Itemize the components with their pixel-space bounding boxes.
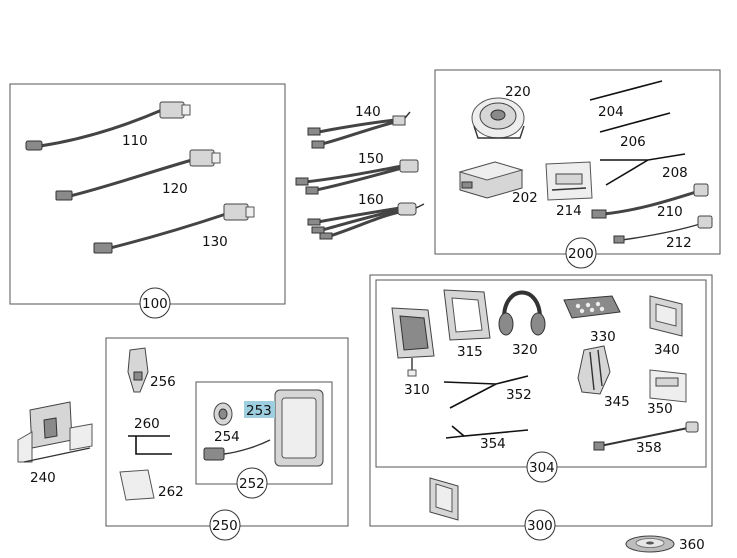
cable-160 [307, 202, 425, 240]
group-250: 253 254 256 260 262 252 250 [105, 337, 349, 541]
label-208: 208 [662, 165, 688, 181]
label-315: 315 [457, 344, 483, 360]
cable-252 [203, 439, 271, 461]
film-262 [119, 469, 155, 501]
wire-354 [445, 425, 529, 439]
callout-300: 300 [527, 518, 553, 534]
label-140: 140 [355, 104, 381, 120]
label-350: 350 [647, 401, 673, 417]
holder-254 [213, 402, 233, 426]
wire-352 [443, 375, 529, 409]
label-202: 202 [512, 190, 538, 206]
cable-120 [55, 149, 221, 201]
label-256: 256 [150, 374, 176, 390]
callout-200-circle [565, 237, 597, 269]
wire-260 [128, 435, 172, 455]
callout-252-circle [236, 467, 268, 499]
group-200-box [434, 69, 721, 255]
remote-330 [563, 295, 621, 319]
label-352: 352 [506, 387, 532, 403]
disc-360 [625, 535, 675, 553]
cable-110 [25, 101, 191, 151]
label-240: 240 [30, 470, 56, 486]
cable-210 [591, 183, 709, 219]
cable-212 [613, 215, 713, 244]
manual-214 [545, 161, 593, 201]
callout-304: 304 [529, 460, 555, 476]
label-358: 358 [636, 440, 662, 456]
manual-350 [649, 369, 687, 403]
callout-100: 100 [142, 296, 168, 312]
label-160: 160 [358, 192, 384, 208]
label-130: 130 [202, 234, 228, 250]
group-100: 110 120 130 100 [9, 83, 286, 319]
cable-140 [307, 111, 411, 149]
bracket-240 [17, 401, 93, 463]
label-110: 110 [122, 133, 148, 149]
label-206: 206 [620, 134, 646, 150]
callout-250: 250 [212, 518, 238, 534]
display-310 [391, 307, 435, 377]
label-212: 212 [666, 235, 692, 251]
tablet-cradle-253 [274, 389, 324, 467]
label-262: 262 [158, 484, 184, 500]
callout-200: 200 [568, 246, 594, 262]
callout-300-circle [524, 509, 556, 541]
wire-204 [589, 80, 663, 101]
label-204: 204 [598, 104, 624, 120]
holder-256 [127, 347, 149, 393]
group-300: 310 315 320 330 340 345 350 352 354 358 … [369, 274, 713, 541]
cable-130 [93, 203, 255, 254]
label-360: 360 [679, 537, 705, 553]
label-254: 254 [214, 429, 240, 445]
module-340 [649, 295, 683, 337]
label-354: 354 [480, 436, 506, 452]
callout-100-circle [139, 287, 171, 319]
group-200: 220 204 206 208 202 214 210 212 200 [434, 69, 721, 269]
callout-304-circle [526, 451, 558, 483]
label-120: 120 [162, 181, 188, 197]
label-330: 330 [590, 329, 616, 345]
label-220: 220 [505, 84, 531, 100]
module-300 [429, 477, 459, 521]
label-340: 340 [654, 342, 680, 358]
label-345: 345 [604, 394, 630, 410]
callout-250-circle [209, 509, 241, 541]
label-210: 210 [657, 204, 683, 220]
label-310: 310 [404, 382, 430, 398]
cable-150 [295, 159, 419, 195]
wire-206 [599, 112, 671, 133]
frame-315 [443, 289, 491, 341]
label-214: 214 [556, 203, 582, 219]
label-260: 260 [134, 416, 160, 432]
speaker-220 [471, 97, 525, 139]
label-320: 320 [512, 342, 538, 358]
cable-358 [593, 421, 699, 451]
label-253: 253 [246, 403, 272, 419]
wire-208 [600, 153, 686, 186]
callout-252: 252 [239, 476, 265, 492]
module-202 [458, 161, 524, 199]
label-150: 150 [358, 151, 384, 167]
highlight-253 [244, 401, 275, 418]
bracket-345 [577, 345, 611, 395]
headphones-320 [498, 290, 546, 336]
